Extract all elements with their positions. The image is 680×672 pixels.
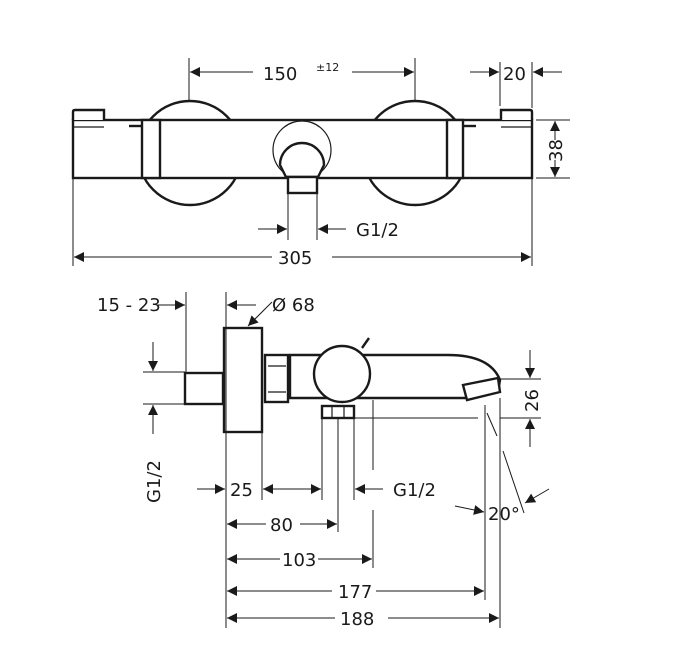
- dim-rosette-diameter: Ø 68: [272, 295, 315, 316]
- dim-25: 25: [230, 480, 253, 501]
- top-view: 150 ±12 20 38 G1/2 305: [71, 58, 570, 269]
- dim-305: 305: [278, 248, 312, 269]
- rosette: [222, 326, 264, 434]
- dim-outlet-thread: G1/2: [393, 480, 436, 501]
- hex-nut: [263, 353, 290, 404]
- dim-177: 177: [338, 582, 372, 603]
- outlet-pipe: [286, 175, 319, 195]
- spout-aerator: [461, 376, 502, 402]
- dim-outlet-thread: G1/2: [356, 220, 399, 241]
- dim-wall-offset: 15 - 23: [97, 295, 161, 316]
- dim-tolerance: ±12: [316, 61, 339, 74]
- bottom-nut: [320, 404, 356, 420]
- right-sleeve: [445, 118, 465, 180]
- wall-stub: [183, 371, 225, 406]
- left-sleeve: [140, 118, 162, 180]
- dim-188: 188: [340, 609, 374, 630]
- dim-103: 103: [282, 550, 316, 571]
- dim-80: 80: [270, 515, 293, 536]
- left-cap: [71, 108, 106, 120]
- side-view: 15 - 23 Ø 68 G1/2 25 G1/2 26 20°: [97, 292, 550, 630]
- outlet-connector: [278, 141, 326, 179]
- dim-26: 26: [522, 389, 543, 412]
- dim-20: 20: [503, 64, 526, 85]
- dim-150: 150: [263, 64, 297, 85]
- dim-angle: 20°: [488, 504, 520, 525]
- dim-38: 38: [546, 139, 567, 162]
- thermostat-knob: [312, 344, 372, 404]
- lever: [361, 337, 370, 349]
- right-cap: [499, 108, 534, 120]
- dim-inlet-thread: G1/2: [144, 460, 165, 503]
